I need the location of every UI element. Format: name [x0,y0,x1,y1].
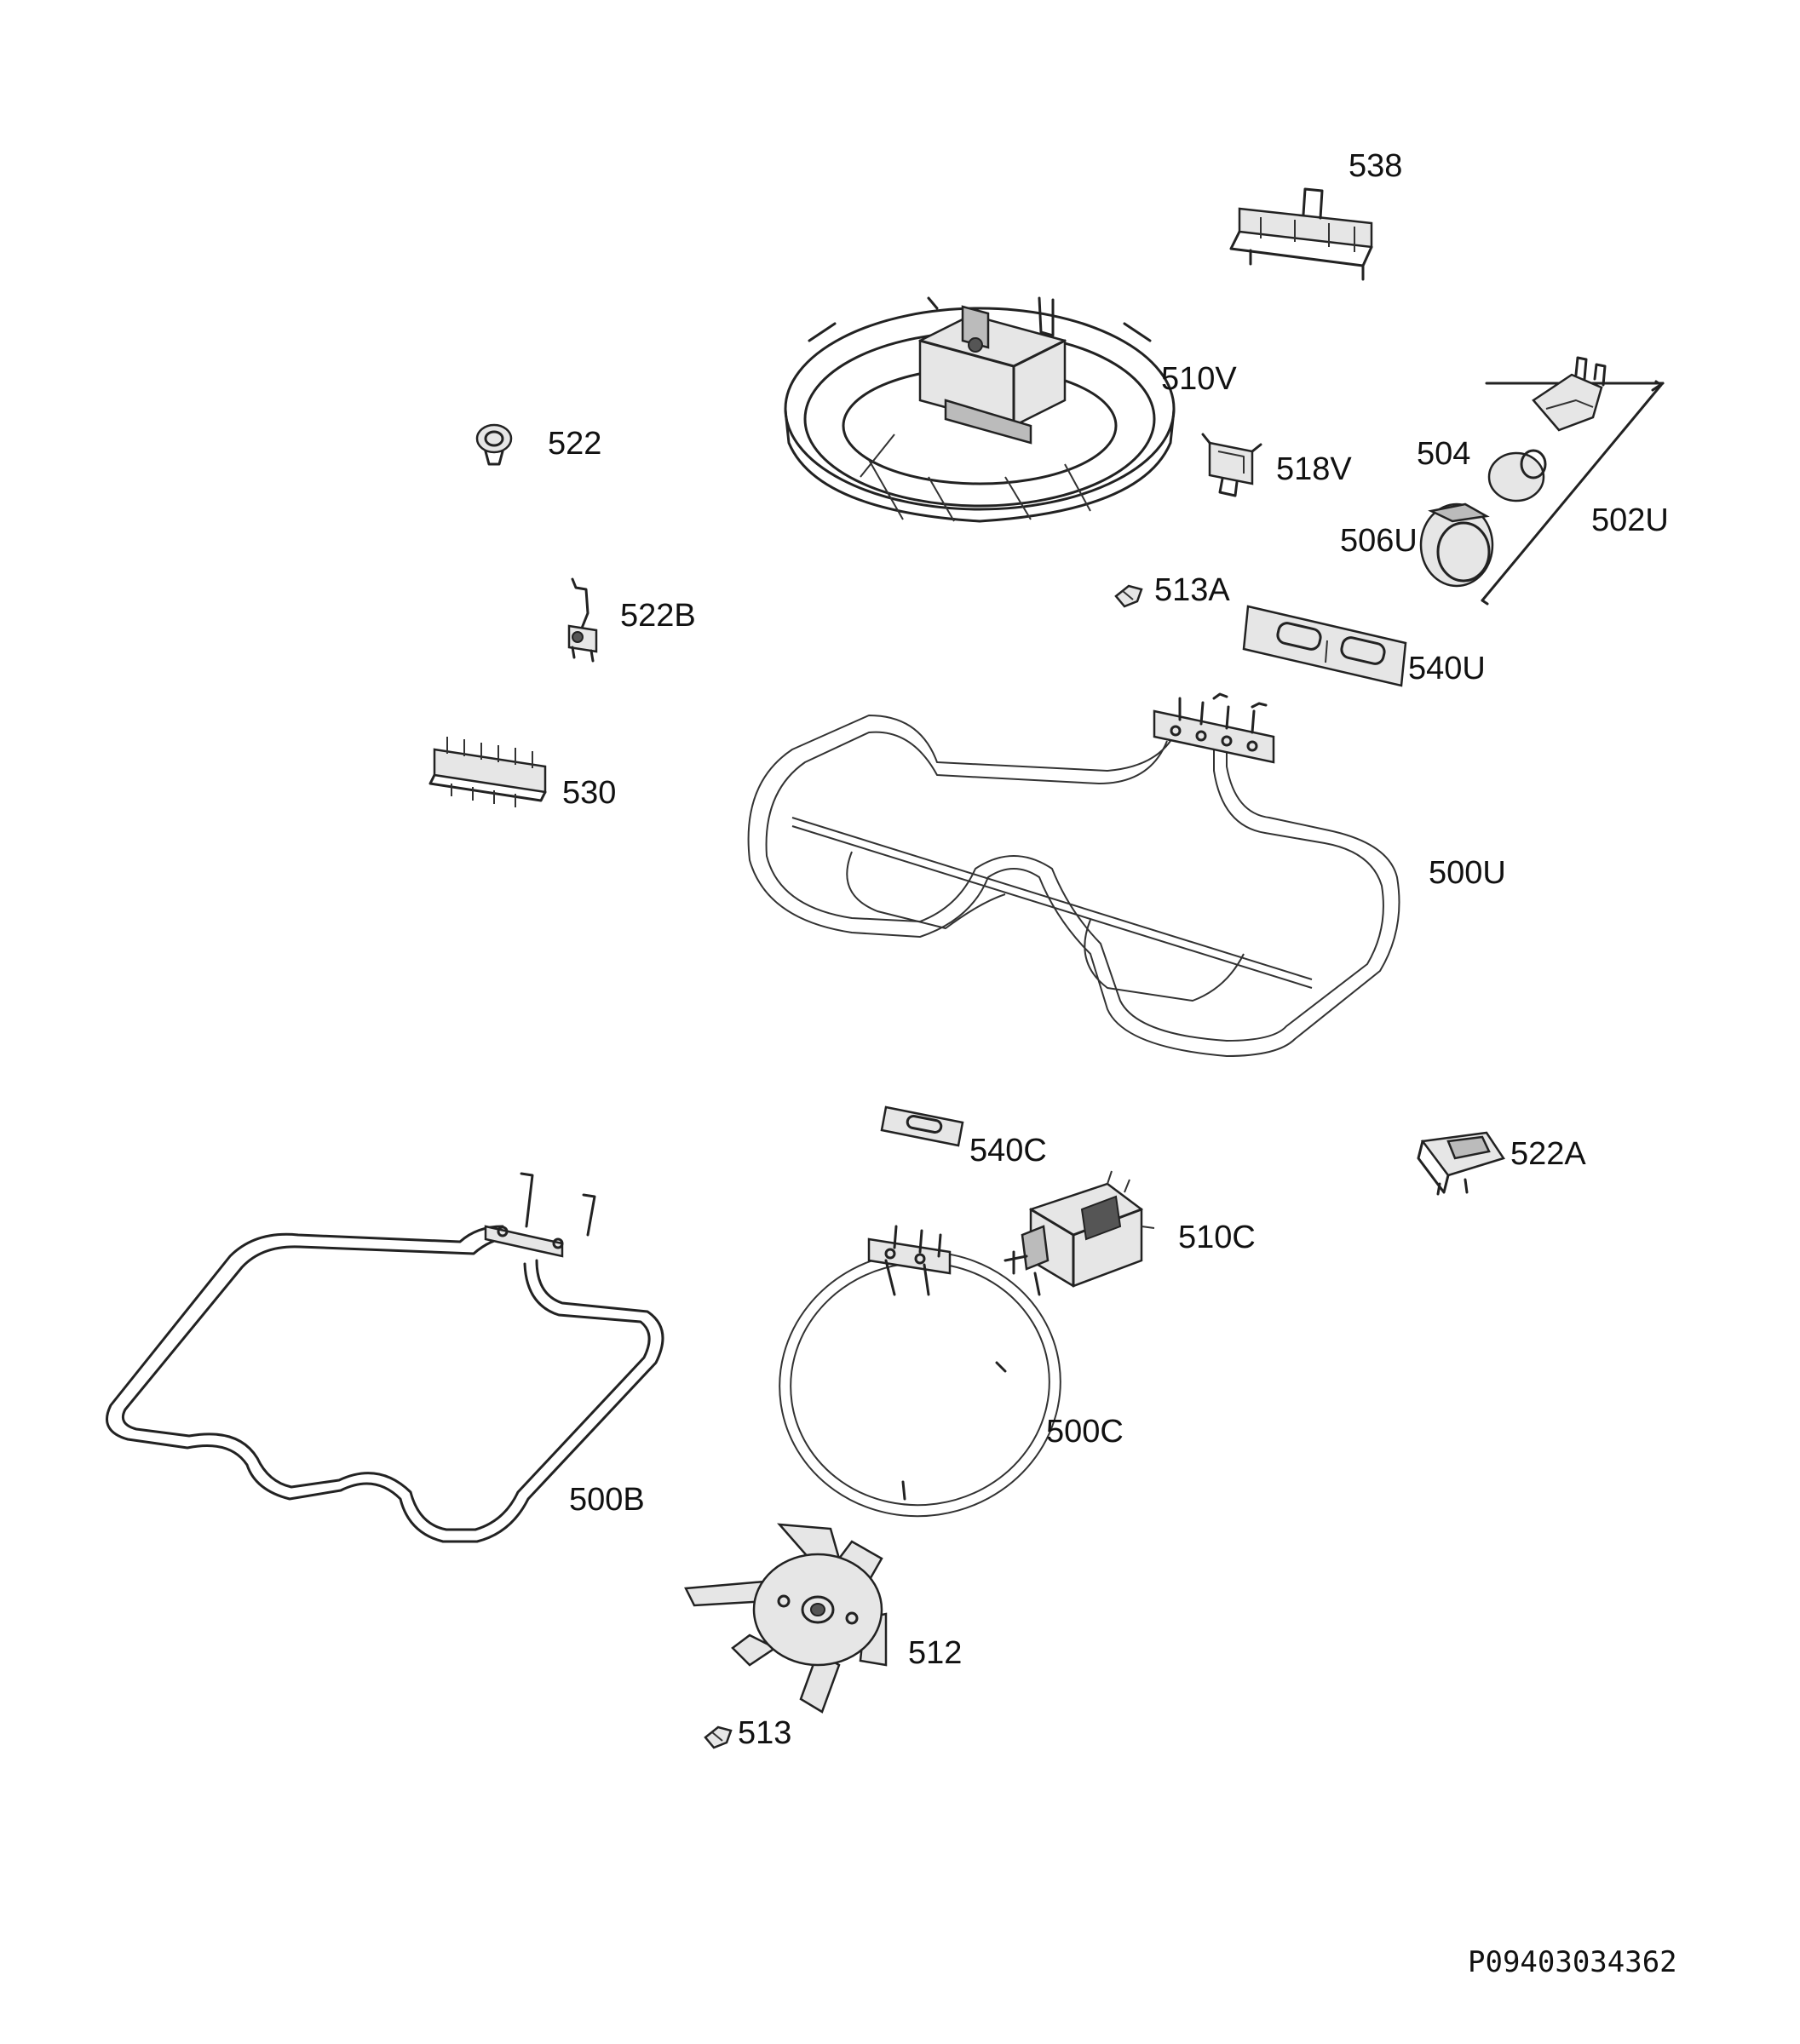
label-500C: 500C [1046,1414,1124,1450]
part-538-bracket[interactable] [1229,187,1373,281]
part-518V-bracket[interactable] [1201,433,1262,497]
label-502U: 502U [1591,502,1669,538]
part-512-fan-blade[interactable] [684,1523,888,1714]
label-513: 513 [738,1715,791,1751]
part-522B-thermostat[interactable] [567,577,598,663]
label-538: 538 [1349,148,1402,184]
part-502U-lamp-assembly[interactable] [1481,356,1665,606]
part-500U-grill-element[interactable] [747,692,1400,1057]
part-510V-fan-housing[interactable] [784,296,1176,523]
label-500U: 500U [1429,855,1506,891]
part-510C-fan-motor[interactable] [1004,1170,1155,1296]
label-522A: 522A [1510,1136,1586,1172]
label-512: 512 [908,1635,962,1671]
part-500C-ring-element[interactable] [762,1225,1078,1534]
label-510C: 510C [1178,1220,1256,1255]
part-500B-bottom-element[interactable] [106,1172,664,1543]
part-513-nut[interactable] [704,1725,733,1749]
label-522B: 522B [620,598,696,634]
part-513A-nut[interactable] [1114,584,1143,608]
label-518V: 518V [1276,451,1352,487]
drawing-code: P09403034362 [1468,1945,1677,1979]
label-540C: 540C [969,1133,1047,1168]
label-510V: 510V [1161,361,1237,397]
label-540U: 540U [1408,651,1486,686]
label-500B: 500B [569,1482,645,1518]
label-530: 530 [562,775,616,811]
part-504-bulb[interactable] [1487,449,1547,502]
label-504: 504 [1417,436,1470,472]
part-522-clip[interactable] [475,423,513,466]
label-506U: 506U [1340,523,1418,559]
part-530-terminal-block[interactable] [428,737,547,807]
label-522: 522 [548,426,601,462]
part-540C-gasket[interactable] [880,1105,964,1147]
part-506U-lamp-cover[interactable] [1419,502,1494,588]
part-522A-switch[interactable] [1417,1131,1505,1196]
part-540U-gasket[interactable] [1242,605,1407,687]
label-513A: 513A [1154,572,1230,608]
